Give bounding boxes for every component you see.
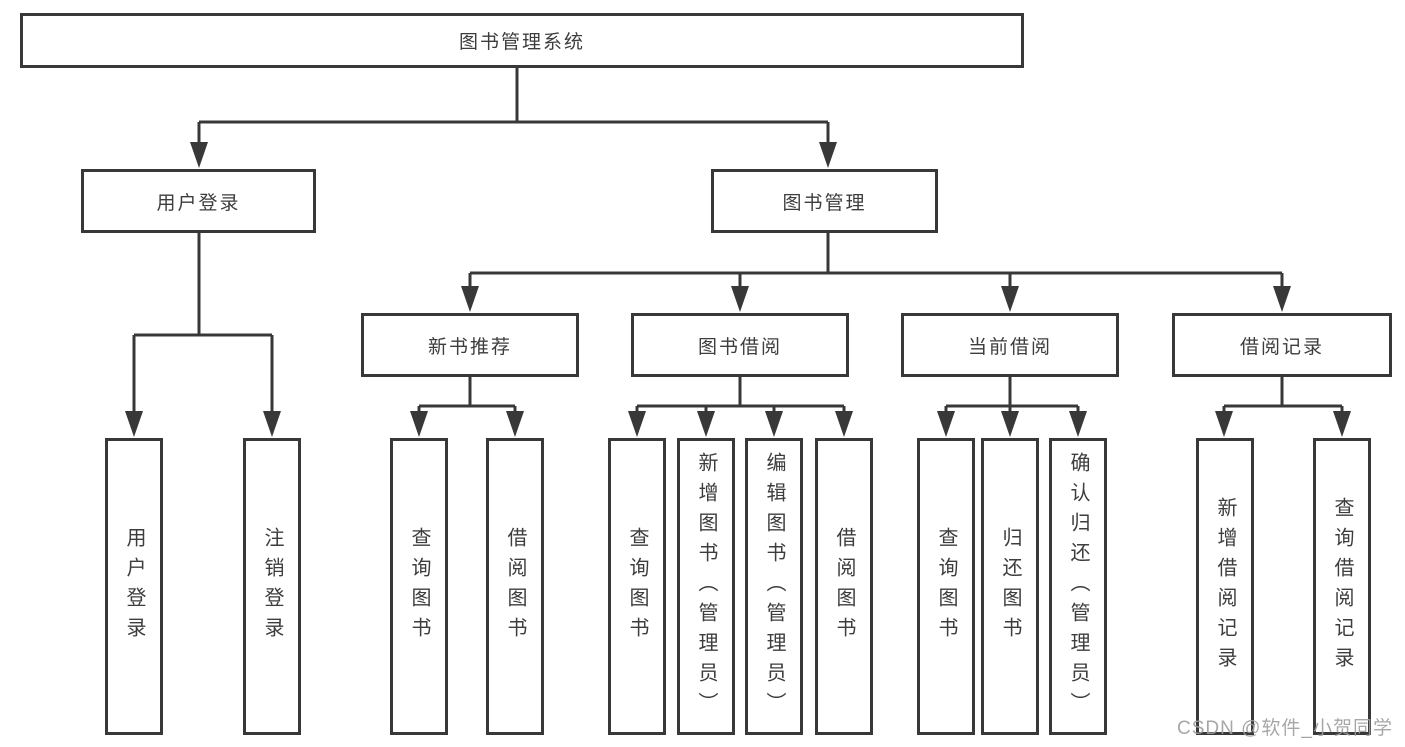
connector-arrowhead-icon: [410, 411, 428, 437]
connector-arrowhead-icon: [937, 411, 955, 437]
node-return-books: 归还图书: [981, 438, 1039, 735]
connector-arrowhead-icon: [1001, 286, 1019, 312]
connector-arrowhead-icon: [461, 286, 479, 312]
node-query-books-borrowing: 查询图书: [608, 438, 666, 735]
node-new-book-recommendation: 新书推荐: [361, 313, 579, 377]
node-borrow-books-recommend: 借阅图书: [486, 438, 544, 735]
node-edit-book-admin: 编辑图书（管理员）: [745, 438, 803, 735]
node-current-borrowing: 当前借阅: [901, 313, 1119, 377]
node-query-borrow-record: 查询借阅记录: [1313, 438, 1371, 735]
connector-arrowhead-icon: [190, 142, 208, 168]
connector-arrowhead-icon: [819, 142, 837, 168]
connector-arrowhead-icon: [1333, 411, 1351, 437]
csdn-watermark: CSDN @软件_小贺同学: [1177, 718, 1393, 739]
node-confirm-return-admin: 确认归还（管理员）: [1049, 438, 1107, 735]
node-borrow-books-borrowing: 借阅图书: [815, 438, 873, 735]
connector-arrowhead-icon: [506, 411, 524, 437]
node-query-books-recommend: 查询图书: [390, 438, 448, 735]
node-user-login-branch: 用户登录: [81, 169, 316, 233]
connector-arrowhead-icon: [125, 411, 143, 437]
connector-arrowhead-icon: [1273, 286, 1291, 312]
connector-arrowhead-icon: [263, 411, 281, 437]
node-logout: 注销登录: [243, 438, 301, 735]
node-add-borrow-record: 新增借阅记录: [1196, 438, 1254, 735]
connector-arrowhead-icon: [628, 411, 646, 437]
connector-arrowhead-icon: [1001, 411, 1019, 437]
node-library-management-system: 图书管理系统: [20, 13, 1024, 68]
node-add-book-admin: 新增图书（管理员）: [677, 438, 735, 735]
node-book-borrowing: 图书借阅: [631, 313, 849, 377]
node-query-books-current: 查询图书: [917, 438, 975, 735]
node-book-management-branch: 图书管理: [711, 169, 938, 233]
connector-arrowhead-icon: [731, 286, 749, 312]
connector-arrowhead-icon: [697, 411, 715, 437]
node-user-login-leaf: 用户登录: [105, 438, 163, 735]
connector-arrowhead-icon: [765, 411, 783, 437]
node-borrowing-records: 借阅记录: [1172, 313, 1392, 377]
connector-arrowhead-icon: [835, 411, 853, 437]
connector-arrowhead-icon: [1069, 411, 1087, 437]
connector-arrowhead-icon: [1215, 411, 1233, 437]
